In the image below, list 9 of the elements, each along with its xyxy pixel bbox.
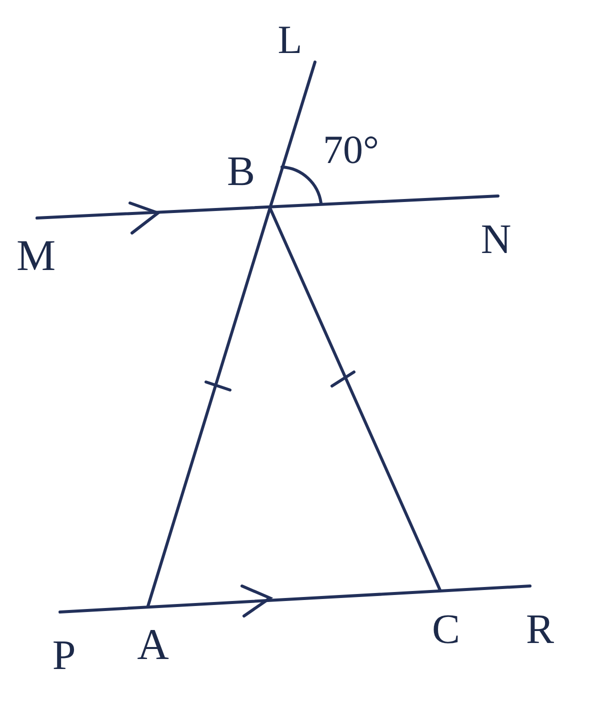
point-label: P: [52, 635, 76, 677]
point-label: B: [227, 151, 255, 193]
angle-label: 70°: [323, 130, 379, 170]
point-label: M: [16, 234, 56, 278]
point-label: A: [137, 623, 169, 667]
point-label: N: [480, 219, 512, 261]
point-label: L: [278, 20, 302, 60]
point-label: C: [432, 609, 460, 651]
point-label: R: [526, 609, 554, 651]
